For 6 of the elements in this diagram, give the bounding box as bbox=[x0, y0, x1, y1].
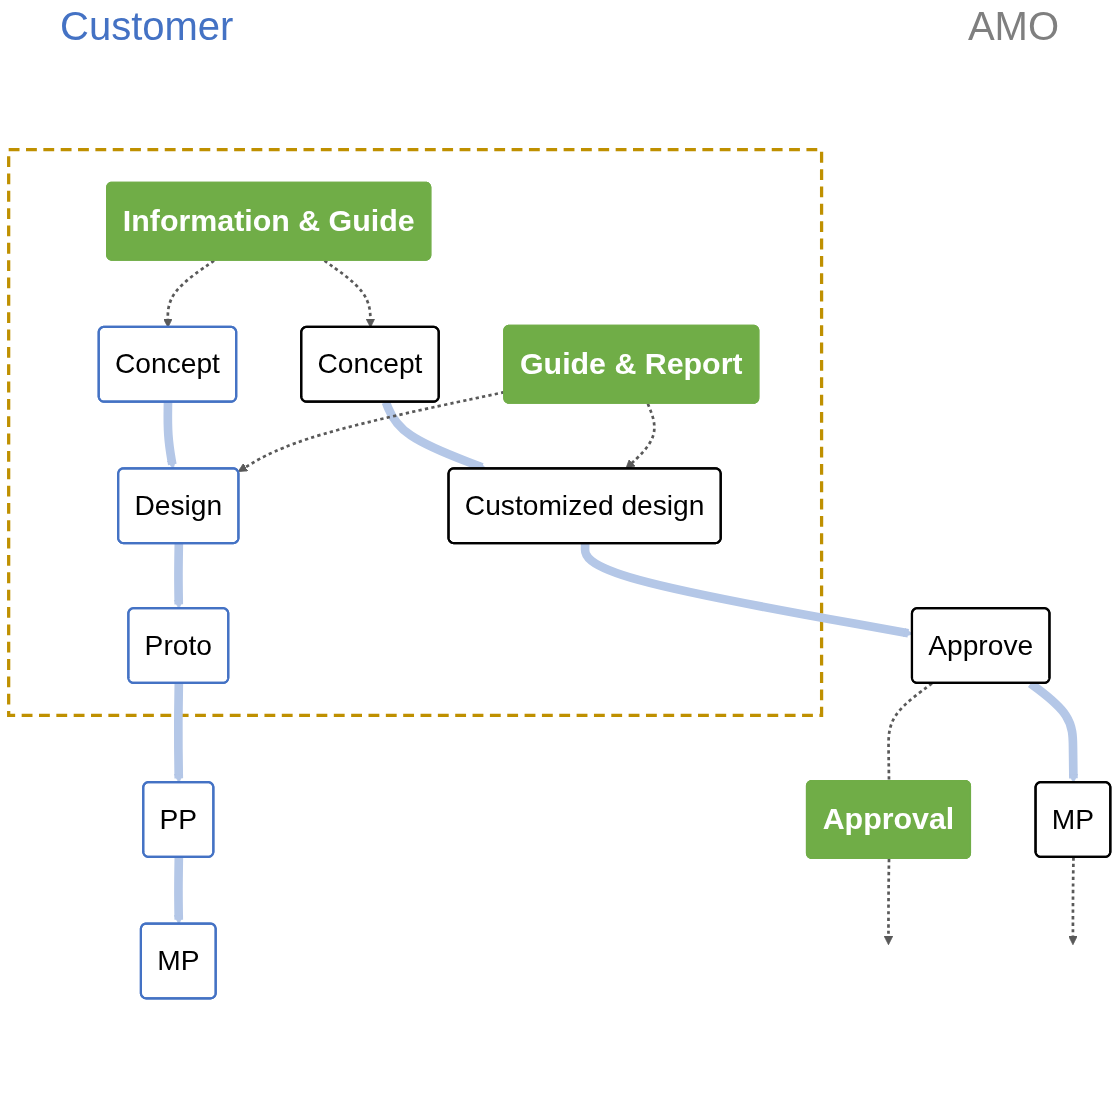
connector bbox=[887, 682, 933, 782]
cluster bbox=[7, 148, 824, 718]
column-heading: Customer bbox=[60, 4, 234, 49]
arrow bbox=[1068, 857, 1078, 946]
column-heading: AMO bbox=[967, 4, 1059, 49]
arrow bbox=[883, 859, 894, 946]
